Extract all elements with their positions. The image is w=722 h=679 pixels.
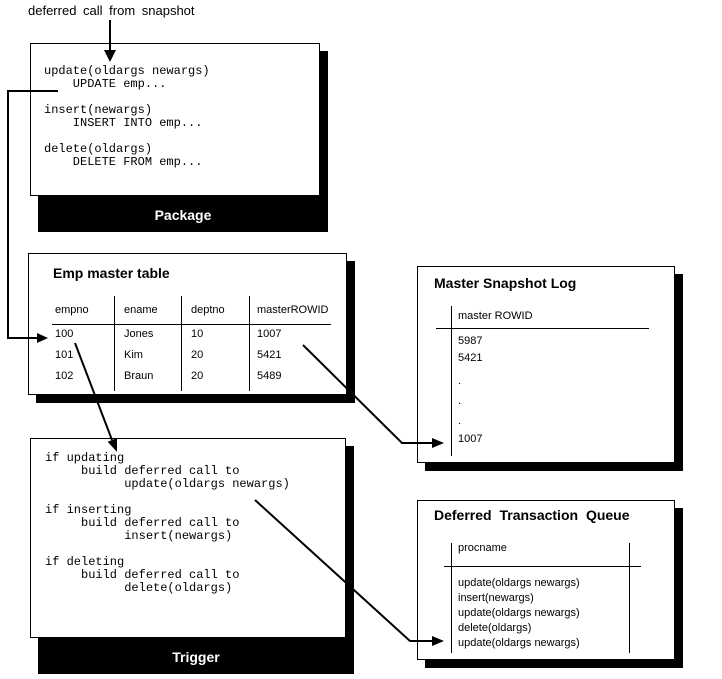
emp-table-cell: 102 <box>55 370 74 382</box>
deferred-transaction-queue-body: Deferred Transaction Queue procname upda… <box>417 500 675 660</box>
master-snapshot-log-panel: Master Snapshot Log master ROWID 5987 54… <box>417 266 683 471</box>
log-row: . <box>458 395 462 407</box>
emp-table-cell: 5421 <box>257 349 282 361</box>
emp-table-cell: 20 <box>191 370 204 382</box>
emp-column-divider <box>181 296 182 391</box>
trigger-code: if updating build deferred call to updat… <box>45 451 290 595</box>
emp-table-cell: 101 <box>55 349 74 361</box>
emp-master-table-title: Emp master table <box>53 265 170 281</box>
emp-master-table-panel: Emp master table empno ename deptno mast… <box>28 253 355 403</box>
log-column-header: master ROWID <box>458 310 533 322</box>
queue-row: insert(newargs) <box>458 592 534 604</box>
emp-column-divider <box>249 296 250 391</box>
emp-table-cell: Jones <box>124 328 154 340</box>
package-panel: update(oldargs newargs) UPDATE emp... in… <box>30 43 328 232</box>
emp-table-cell: 1007 <box>257 328 282 340</box>
log-header-rule <box>436 328 649 329</box>
master-snapshot-log-body: Master Snapshot Log master ROWID 5987 54… <box>417 266 675 463</box>
emp-master-table-body: Emp master table empno ename deptno mast… <box>28 253 347 395</box>
log-row: . <box>458 375 462 387</box>
queue-row: update(oldargs newargs) <box>458 637 580 649</box>
queue-row: update(oldargs newargs) <box>458 577 580 589</box>
queue-row: update(oldargs newargs) <box>458 607 580 619</box>
emp-table-cell: 10 <box>191 328 204 340</box>
emp-column-divider <box>114 296 115 391</box>
trigger-body: if updating build deferred call to updat… <box>30 438 346 638</box>
queue-row: delete(oldargs) <box>458 622 532 634</box>
emp-column-header: ename <box>124 304 158 316</box>
emp-table-cell: Braun <box>124 370 154 382</box>
log-column-divider <box>451 306 452 456</box>
log-row: 5421 <box>458 352 483 364</box>
emp-table-cell: 100 <box>55 328 74 340</box>
log-row: 1007 <box>458 433 483 445</box>
log-row: . <box>458 415 462 427</box>
package-footer: Package <box>38 198 328 232</box>
queue-header-rule <box>444 566 641 567</box>
queue-column-divider <box>451 543 452 653</box>
emp-column-header: empno <box>55 304 89 316</box>
package-body: update(oldargs newargs) UPDATE emp... in… <box>30 43 320 196</box>
deferred-transaction-queue-title: Deferred Transaction Queue <box>434 507 630 523</box>
package-code: update(oldargs newargs) UPDATE emp... in… <box>44 64 210 169</box>
trigger-footer: Trigger <box>38 640 354 674</box>
deferred-call-label: deferred call from snapshot <box>28 3 195 18</box>
emp-header-rule <box>52 324 331 325</box>
emp-column-header: masterROWID <box>257 304 329 316</box>
master-snapshot-log-title: Master Snapshot Log <box>434 275 577 291</box>
emp-table-cell: 5489 <box>257 370 282 382</box>
trigger-panel: if updating build deferred call to updat… <box>30 438 354 674</box>
trigger-footer-label: Trigger <box>172 649 220 665</box>
log-row: 5987 <box>458 335 483 347</box>
emp-table-cell: 20 <box>191 349 204 361</box>
queue-column-divider <box>629 543 630 653</box>
queue-column-header: procname <box>458 542 507 554</box>
emp-column-header: deptno <box>191 304 225 316</box>
emp-table-cell: Kim <box>124 349 143 361</box>
package-footer-label: Package <box>154 207 212 223</box>
deferred-transaction-queue-panel: Deferred Transaction Queue procname upda… <box>417 500 683 668</box>
